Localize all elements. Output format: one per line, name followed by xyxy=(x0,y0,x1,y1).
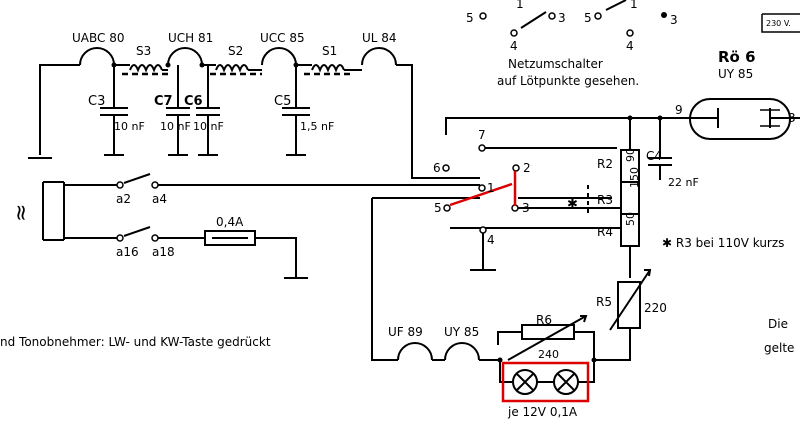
label-p4: 4 xyxy=(487,233,495,247)
capacitor-c5 xyxy=(282,65,310,156)
label-c5: C5 xyxy=(274,94,291,109)
value-r5: 220 xyxy=(644,301,667,315)
label-fuse: 0,4A xyxy=(216,215,244,229)
label-s1: S1 xyxy=(322,44,337,58)
label-a16: a16 xyxy=(116,245,139,259)
label-n5a: 5 xyxy=(466,11,474,25)
capacitor-c3 xyxy=(100,65,128,156)
label-p5: 5 xyxy=(434,201,442,215)
tono-caption: nd Tonobnehmer: LW- und KW-Taste gedrück… xyxy=(0,335,271,349)
value-r3: 150 xyxy=(628,167,641,188)
lamp-caption: je 12V 0,1A xyxy=(507,405,578,419)
mains-symbol: ≈ xyxy=(9,204,34,222)
label-c3: C3 xyxy=(88,94,105,109)
resistor-block xyxy=(620,118,640,278)
label-r6: R6 xyxy=(536,313,552,327)
netz-line1: Netzumschalter xyxy=(508,57,603,71)
tube-uy85 xyxy=(445,98,800,180)
resistor-r5 xyxy=(594,269,652,361)
label-n9: 9 xyxy=(675,103,683,117)
label-uf89: UF 89 xyxy=(388,325,423,339)
label-c7: C7 xyxy=(154,94,173,109)
label-r2: R2 xyxy=(597,157,613,171)
star-marker: ✱ xyxy=(567,197,578,212)
label-p7: 7 xyxy=(478,128,486,142)
label-s2: S2 xyxy=(228,44,243,58)
switch-diagram-top xyxy=(479,0,667,37)
label-ucc85: UCC 85 xyxy=(260,31,305,45)
lamp-highlight-box xyxy=(501,361,590,403)
value-r4: 50 xyxy=(624,212,637,226)
label-c6: C6 xyxy=(184,94,203,109)
value-r2: 90 xyxy=(624,148,637,162)
label-p3: 3 xyxy=(522,201,530,215)
label-n4a: 4 xyxy=(510,39,518,53)
mains-input xyxy=(42,173,480,279)
label-c4: C4 xyxy=(646,149,662,163)
label-a18: a18 xyxy=(152,245,175,259)
side-text-die: Die xyxy=(768,317,788,331)
resistor-r6 xyxy=(497,315,595,361)
label-a2: a2 xyxy=(116,192,131,206)
label-uy85-top: UY 85 xyxy=(718,67,753,81)
value-r6: 240 xyxy=(538,348,559,361)
v230-box xyxy=(761,13,800,33)
label-a4: a4 xyxy=(152,192,167,206)
label-ro6: Rö 6 xyxy=(718,48,756,66)
label-uch81: UCH 81 xyxy=(168,31,213,45)
dial-lamps xyxy=(499,357,597,403)
value-c7: 10 nF xyxy=(160,120,191,133)
side-text-gelte: gelte xyxy=(764,341,794,355)
label-p2: 2 xyxy=(523,161,531,175)
heater-chain xyxy=(28,47,480,179)
label-n3a: 3 xyxy=(558,11,566,25)
label-v230: 230 V. xyxy=(766,19,791,28)
label-s3: S3 xyxy=(136,44,151,58)
label-r5: R5 xyxy=(596,295,612,309)
value-c5: 1,5 nF xyxy=(300,120,334,133)
label-n3d: 3 xyxy=(788,111,796,125)
capacitor-c7 xyxy=(166,65,190,156)
r3-footnote: ✱ R3 bei 110V kurzs xyxy=(662,236,784,250)
value-c6: 10 nF xyxy=(193,120,224,133)
label-p1: 1 xyxy=(487,181,495,195)
label-r4: R4 xyxy=(597,225,613,239)
label-n1b: 1 xyxy=(630,0,638,11)
label-p6: 6 xyxy=(433,161,441,175)
netz-line2: auf Lötpunkte gesehen. xyxy=(497,74,639,88)
tube-filaments-bottom xyxy=(371,198,503,363)
label-r3: R3 xyxy=(597,193,613,207)
label-n3b: 3 xyxy=(670,13,678,27)
capacitor-c6 xyxy=(196,65,220,156)
label-n1a: 1 xyxy=(516,0,524,11)
voltage-selector xyxy=(372,144,630,271)
label-n4b: 4 xyxy=(626,39,634,53)
value-c4: 22 nF xyxy=(668,176,699,189)
value-c3: 10 nF xyxy=(114,120,145,133)
label-n5b: 5 xyxy=(584,11,592,25)
label-ul84: UL 84 xyxy=(362,31,397,45)
label-uabc80: UABC 80 xyxy=(72,31,124,45)
label-uy85-bottom: UY 85 xyxy=(444,325,479,339)
